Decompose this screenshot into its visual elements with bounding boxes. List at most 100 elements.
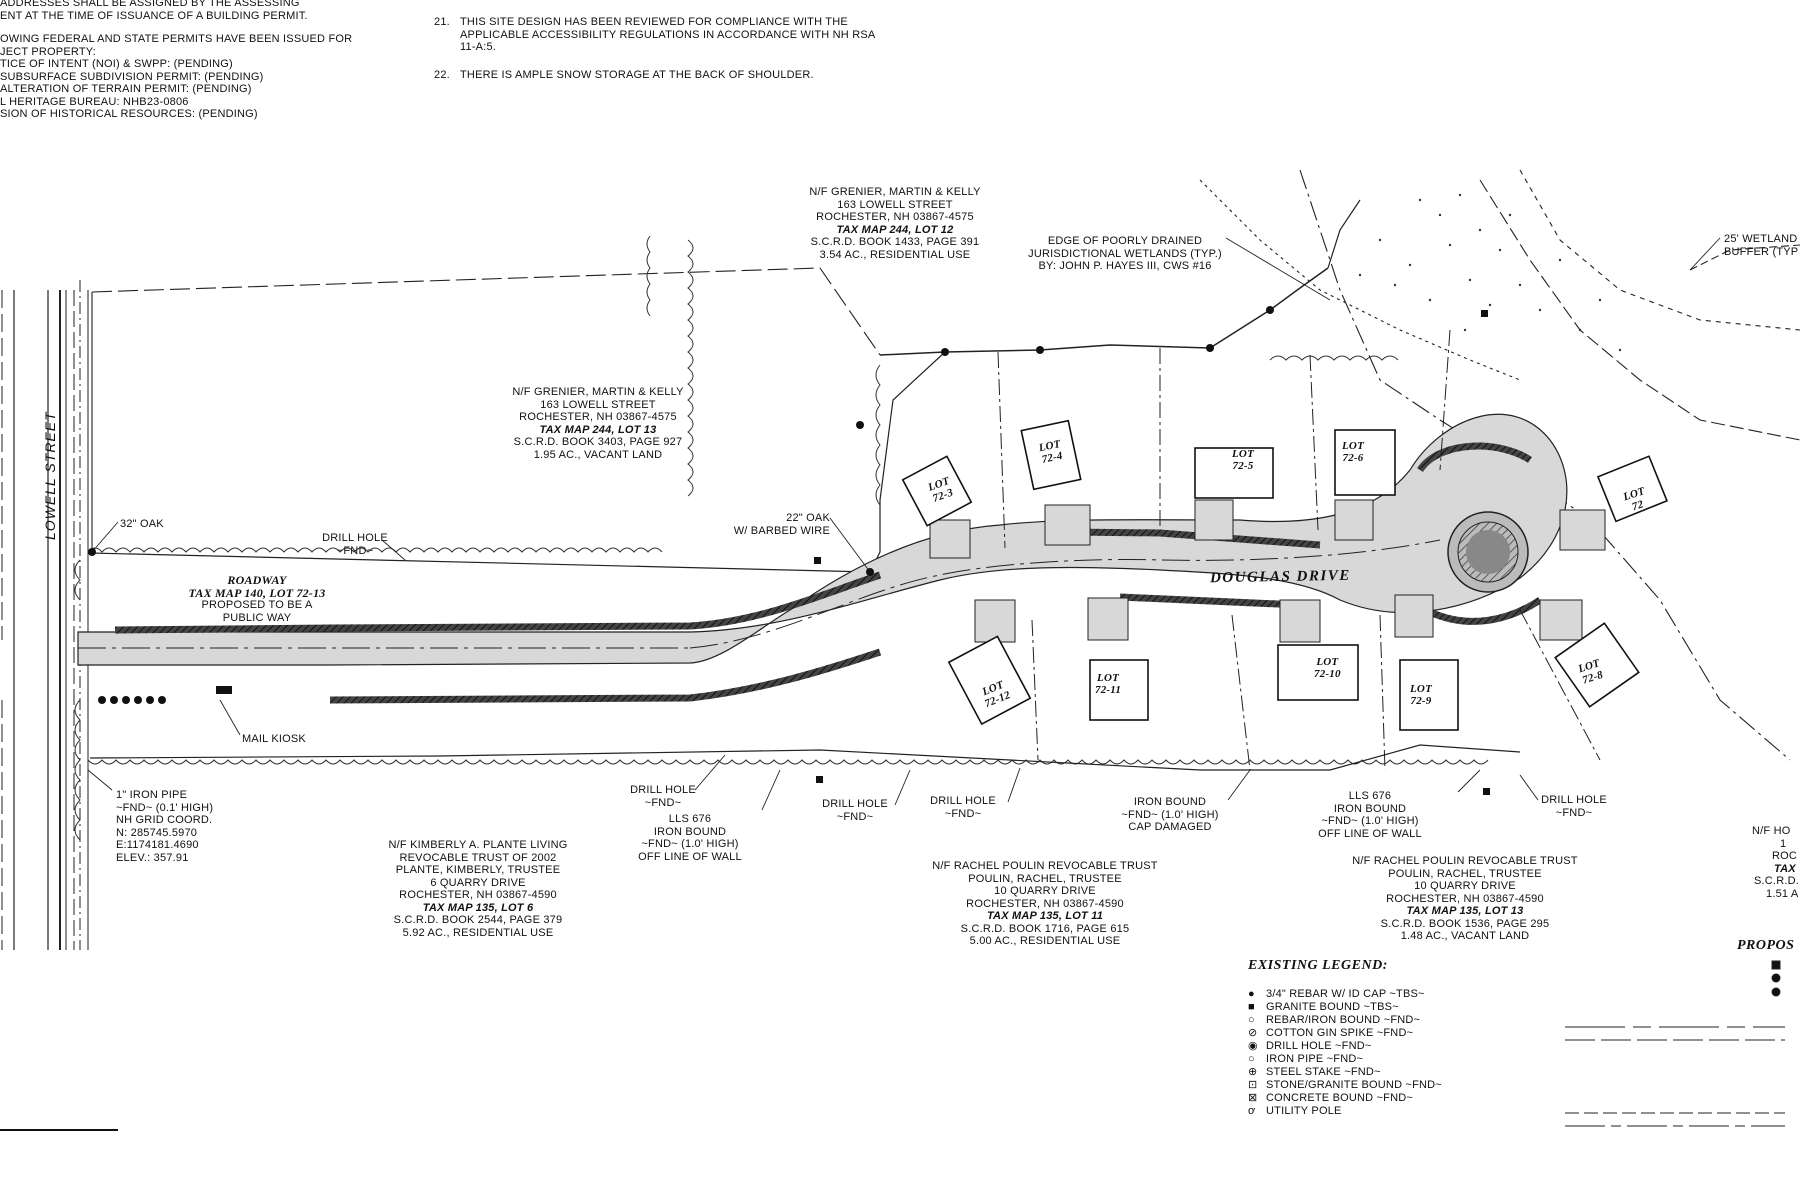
lot-label-72-10: LOT 72-10 [1314, 656, 1341, 680]
legend-symbol-icon: ⊕ [1248, 1066, 1258, 1078]
legend-text: CONCRETE BOUND ~FND~ [1266, 1092, 1414, 1104]
drill-hole-label-3: DRILL HOLE ~FND~ [822, 798, 888, 823]
lot-label-line: 72-10 [1314, 668, 1341, 680]
abutter-line: N/F HO [1752, 825, 1791, 837]
abutter-tax: TAX MAP 135, LOT 13 [1406, 905, 1524, 917]
label-line: EDGE OF POORLY DRAINED [1047, 235, 1203, 247]
lot-label-72-4: LOT 72-4 [1038, 438, 1064, 466]
existing-legend: ●3/4" REBAR W/ ID CAP ~TBS~ ■GRANITE BOU… [1248, 988, 1442, 1118]
label-line: BY: JOHN P. HAYES III, CWS #16 [1038, 260, 1212, 272]
label-line: DRILL HOLE [1541, 794, 1607, 806]
legend-symbol-icon: ◉ [1248, 1040, 1258, 1052]
roadway-block: ROADWAY TAX MAP 140, LOT 72-13 PROPOSED … [189, 574, 326, 624]
note-line: 11-A:5. [460, 41, 497, 53]
abutter-line: N/F KIMBERLY A. PLANTE LIVING [388, 839, 568, 851]
label-line: LLS 676 [1348, 790, 1392, 802]
abutter-line: N/F GRENIER, MARTIN & KELLY [809, 186, 981, 198]
roadway-title: ROADWAY [227, 573, 287, 587]
legend-item: ○ REBAR/IRON BOUND ~FND~ [1248, 1014, 1442, 1027]
abutter-line: 163 LOWELL STREET [540, 398, 656, 411]
label-line: DRILL HOLE [930, 795, 996, 807]
label-line: DRILL HOLE [630, 784, 696, 796]
legend-symbol-icon: ● [1248, 988, 1255, 1000]
lot-label-72-9: LOT 72-9 [1410, 683, 1432, 707]
note-line: SUBSURFACE SUBDIVISION PERMIT: (PENDING) [0, 70, 264, 83]
abutter-line: N/F RACHEL POULIN REVOCABLE TRUST [1352, 855, 1578, 867]
lowell-street-lines [1, 280, 89, 950]
label-line: E:1174181.4690 [116, 839, 199, 851]
legend-text: IRON PIPE ~FND~ [1266, 1053, 1364, 1065]
abutter-line: 6 QUARRY DRIVE [430, 876, 526, 889]
label-line: W/ BARBED WIRE [733, 524, 830, 537]
road-name: DOUGLAS DRIVE [1209, 567, 1351, 587]
house-footprints [901, 419, 1668, 731]
tree-lines [74, 235, 1489, 841]
label-line: IRON BOUND [653, 825, 727, 838]
lot-label-72-11: LOT 72-11 [1095, 672, 1121, 696]
property-lines-top [91, 169, 1800, 761]
proposed-legend-lines [1565, 960, 1785, 1127]
label-line: CAP DAMAGED [1128, 821, 1212, 833]
abutter-line: 1.51 A [1766, 887, 1799, 900]
abutter-line: 10 QUARRY DRIVE [994, 885, 1096, 897]
iron-bound-cap-label: IRON BOUND ~FND~ (1.0' HIGH) CAP DAMAGED [1121, 796, 1218, 834]
iron-pipe-label: 1" IRON PIPE ~FND~ (0.1' HIGH) NH GRID C… [116, 789, 213, 864]
abutter-tax: TAX MAP 135, LOT 6 [422, 901, 534, 914]
abutter-line: PLANTE, KIMBERLY, TRUSTEE [395, 864, 561, 876]
abutter-tax: TAX [1774, 862, 1796, 875]
drill-hole-label-1: DRILL HOLE ~FND~ [322, 532, 388, 557]
abutter-lot-13: N/F GRENIER, MARTIN & KELLY 163 LOWELL S… [512, 386, 683, 461]
label-line: ~FND~ [1555, 806, 1593, 819]
legend-item: ●3/4" REBAR W/ ID CAP ~TBS~ [1248, 988, 1442, 1001]
legend-text: REBAR/IRON BOUND ~FND~ [1266, 1014, 1421, 1026]
oak-22-label: 22" OAK W/ BARBED WIRE [734, 512, 830, 537]
legend-item: ⊠ CONCRETE BOUND ~FND~ [1248, 1092, 1442, 1105]
drill-hole-label-4: DRILL HOLE ~FND~ [930, 795, 996, 820]
label-line: ~FND~ [836, 810, 874, 823]
legend-item: ○IRON PIPE ~FND~ [1248, 1053, 1442, 1066]
label-line: N: 285745.5970 [116, 826, 198, 839]
legend-symbol-icon: ⊠ [1248, 1092, 1258, 1104]
legend-text: STONE/GRANITE BOUND ~FND~ [1266, 1079, 1442, 1091]
lot-label-line: LOT [1097, 672, 1120, 684]
legend-item: ⊘COTTON GIN SPIKE ~FND~ [1248, 1027, 1442, 1040]
lot-label-line: LOT [1232, 448, 1254, 460]
legend-item: ⊕STEEL STAKE ~FND~ [1248, 1066, 1442, 1079]
abutter-plante: N/F KIMBERLY A. PLANTE LIVING REVOCABLE … [388, 839, 567, 939]
abutter-line: POULIN, RACHEL, TRUSTEE [968, 872, 1122, 885]
abutter-line: ROCHESTER, NH 03867-4590 [966, 897, 1124, 910]
abutter-right-cut: N/F HO 1 ROC TAX S.C.R.D. 1.51 A [1752, 825, 1799, 900]
label-line: OFF LINE OF WALL [638, 850, 742, 863]
abutter-line: 1.48 AC., VACANT LAND [1400, 930, 1530, 942]
abutter-line: 10 QUARRY DRIVE [1414, 880, 1516, 892]
abutter-line: S.C.R.D. BOOK 1536, PAGE 295 [1380, 917, 1550, 930]
wetland-stipple [1358, 193, 1622, 352]
drill-hole-label-2: DRILL HOLE ~FND~ [630, 784, 696, 809]
street-label: LOWELL STREET [42, 411, 58, 540]
wetland-edge-label: EDGE OF POORLY DRAINED JURISDICTIONAL WE… [1028, 235, 1222, 273]
monuments [88, 306, 1490, 795]
abutter-poulin-lot-11: N/F RACHEL POULIN REVOCABLE TRUST POULIN… [932, 860, 1157, 948]
legend-symbol-icon: ○ [1248, 1014, 1255, 1026]
driveways [929, 499, 1606, 643]
general-notes-left: ADDRESSES SHALL BE ASSIGNED BY THE ASSES… [0, 0, 352, 121]
note-line: SION OF HISTORICAL RESOURCES: (PENDING) [0, 108, 258, 120]
note-22-number: 22. [434, 69, 450, 81]
lot-label-line: 72-11 [1095, 684, 1122, 696]
label-line: ~FND~ (0.1' HIGH) [116, 801, 214, 814]
abutter-tax: TAX MAP 244, LOT 13 [539, 423, 657, 436]
abutter-line: 3.54 AC., RESIDENTIAL USE [819, 248, 971, 261]
roadway-tax: TAX MAP 140, LOT 72-13 [188, 585, 326, 600]
label-line: LLS 676 [668, 813, 712, 825]
label-line: DRILL HOLE [322, 532, 388, 544]
abutter-tax: TAX MAP 135, LOT 11 [986, 910, 1104, 922]
label-line: ELEV.: 357.91 [116, 851, 189, 864]
legend-symbol-icon: ơ [1248, 1105, 1256, 1117]
legend-item: ■GRANITE BOUND ~TBS~ [1248, 1001, 1442, 1014]
label-line: 25' WETLAND [1724, 233, 1798, 245]
note-line: JECT PROPERTY: [0, 45, 96, 58]
lot-label-line: LOT [1410, 683, 1432, 695]
